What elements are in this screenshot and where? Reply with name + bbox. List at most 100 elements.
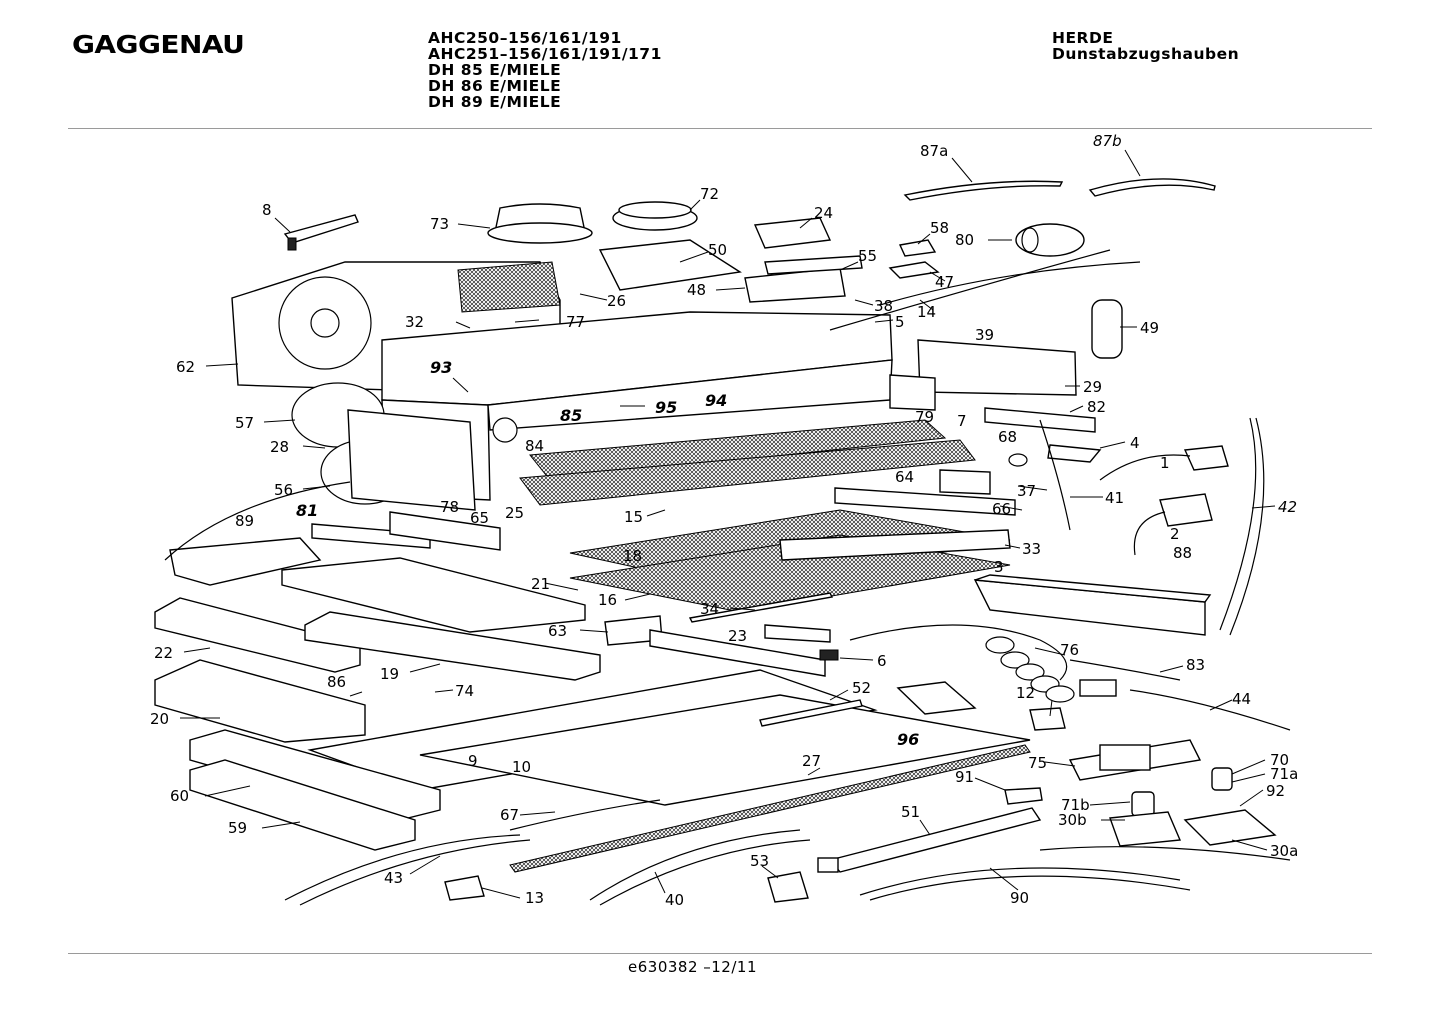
category-subline: Dunstabzugshauben — [1052, 45, 1240, 63]
callout-label: 37 — [1017, 482, 1036, 500]
callout-label: 88 — [1173, 544, 1192, 562]
callout-label: 9 — [468, 752, 478, 770]
footer-divider — [68, 953, 1372, 954]
callout-label: 28 — [270, 438, 289, 456]
callout-label: 74 — [455, 682, 474, 700]
callout-label: 52 — [852, 679, 871, 697]
callout-label: 55 — [858, 247, 877, 265]
callout-label: 48 — [687, 281, 706, 299]
callout-label: 51 — [901, 803, 920, 821]
callout-label: 26 — [607, 292, 626, 310]
callout-label: 5 — [895, 313, 905, 331]
callout-label: 59 — [228, 819, 247, 837]
callout-label: 87a — [920, 142, 948, 160]
callout-label: 58 — [930, 219, 949, 237]
callout-label: 84 — [525, 437, 544, 455]
callout-label: 29 — [1083, 378, 1102, 396]
callout-label: 25 — [505, 504, 524, 522]
model-line: DH 85 E/MIELE — [428, 61, 562, 79]
callout-label: 85 — [560, 406, 582, 425]
callout-label: 8 — [262, 201, 272, 219]
callout-label: 63 — [548, 622, 567, 640]
callout-label: 76 — [1060, 641, 1079, 659]
product-category: HERDE Dunstabzugshauben — [1052, 30, 1239, 62]
callout-label: 33 — [1022, 540, 1041, 558]
callout-label: 30a — [1270, 842, 1298, 860]
callout-label: 50 — [708, 241, 727, 259]
callout-label: 53 — [750, 852, 769, 870]
callout-label: 80 — [955, 231, 974, 249]
callout-leaders — [180, 149, 1276, 899]
callout-label: 96 — [897, 730, 919, 749]
callout-label: 3 — [994, 558, 1004, 576]
callout-label: 43 — [384, 869, 403, 887]
brand-logo: GAGGENAU — [72, 30, 245, 59]
category-line: HERDE — [1052, 29, 1114, 47]
callout-label: 89 — [235, 512, 254, 530]
callout-label: 56 — [274, 481, 293, 499]
callout-label: 47 — [935, 273, 954, 291]
callout-label: 83 — [1186, 656, 1205, 674]
callout-label: 14 — [917, 303, 936, 321]
callout-label: 15 — [624, 508, 643, 526]
callout-label: 90 — [1010, 889, 1029, 907]
callout-label: 13 — [525, 889, 544, 907]
callout-label: 60 — [170, 787, 189, 805]
callout-label: 86 — [327, 673, 346, 691]
callout-label: 70 — [1270, 751, 1289, 769]
model-list: AHC250–156/161/191 AHC251–156/161/191/17… — [428, 30, 662, 110]
header-divider — [68, 128, 1372, 129]
callout-label: 73 — [430, 215, 449, 233]
callout-label: 2 — [1170, 525, 1180, 543]
callout-label: 93 — [430, 358, 452, 377]
callout-label: 1 — [1160, 454, 1170, 472]
model-line: AHC251–156/161/191/171 — [428, 45, 662, 63]
callout-label: 81 — [296, 501, 318, 520]
callout-label: 12 — [1016, 684, 1035, 702]
callout-label: 94 — [705, 391, 727, 410]
callout-label: 32 — [405, 313, 424, 331]
callout-label: 18 — [623, 547, 642, 565]
callout-label: 67 — [500, 806, 519, 824]
callout-label: 95 — [655, 398, 677, 417]
callout-label: 66 — [992, 500, 1011, 518]
callout-label: 38 — [874, 297, 893, 315]
callout-label: 10 — [512, 758, 531, 776]
callout-label: 39 — [975, 326, 994, 344]
callout-label: 40 — [665, 891, 684, 909]
callout-label: 79 — [915, 408, 934, 426]
part-illustrations — [154, 178, 1291, 906]
callout-label: 7 — [957, 412, 967, 430]
callout-label: 27 — [802, 752, 821, 770]
callout-label: 16 — [598, 591, 617, 609]
callout-label: 65 — [470, 509, 489, 527]
callout-labels: 87a 87b 72 8 73 24 58 80 50 55 47 48 26 … — [150, 132, 1298, 909]
callout-label: 77 — [566, 313, 585, 331]
callout-label: 92 — [1266, 782, 1285, 800]
callout-label: 42 — [1278, 498, 1297, 516]
callout-label: 4 — [1130, 434, 1140, 452]
callout-label: 57 — [235, 414, 254, 432]
document-number: e630382 –12/11 — [628, 958, 757, 976]
callout-label: 20 — [150, 710, 169, 728]
callout-label: 49 — [1140, 319, 1159, 337]
model-line: DH 86 E/MIELE — [428, 77, 562, 95]
callout-label: 78 — [440, 498, 459, 516]
callout-label: 44 — [1232, 690, 1251, 708]
callout-label: 21 — [531, 575, 550, 593]
callout-label: 75 — [1028, 754, 1047, 772]
callout-label: 24 — [814, 204, 833, 222]
callout-label: 19 — [380, 665, 399, 683]
callout-label: 82 — [1087, 398, 1106, 416]
model-line: DH 89 E/MIELE — [428, 93, 562, 111]
callout-label: 6 — [877, 652, 887, 670]
callout-label: 22 — [154, 644, 173, 662]
model-line: AHC250–156/161/191 — [428, 29, 622, 47]
callout-label: 91 — [955, 768, 974, 786]
callout-label: 87b — [1093, 132, 1122, 150]
callout-label: 34 — [700, 600, 719, 618]
callout-label: 62 — [176, 358, 195, 376]
callout-label: 41 — [1105, 489, 1124, 507]
callout-label: 71a — [1270, 765, 1298, 783]
